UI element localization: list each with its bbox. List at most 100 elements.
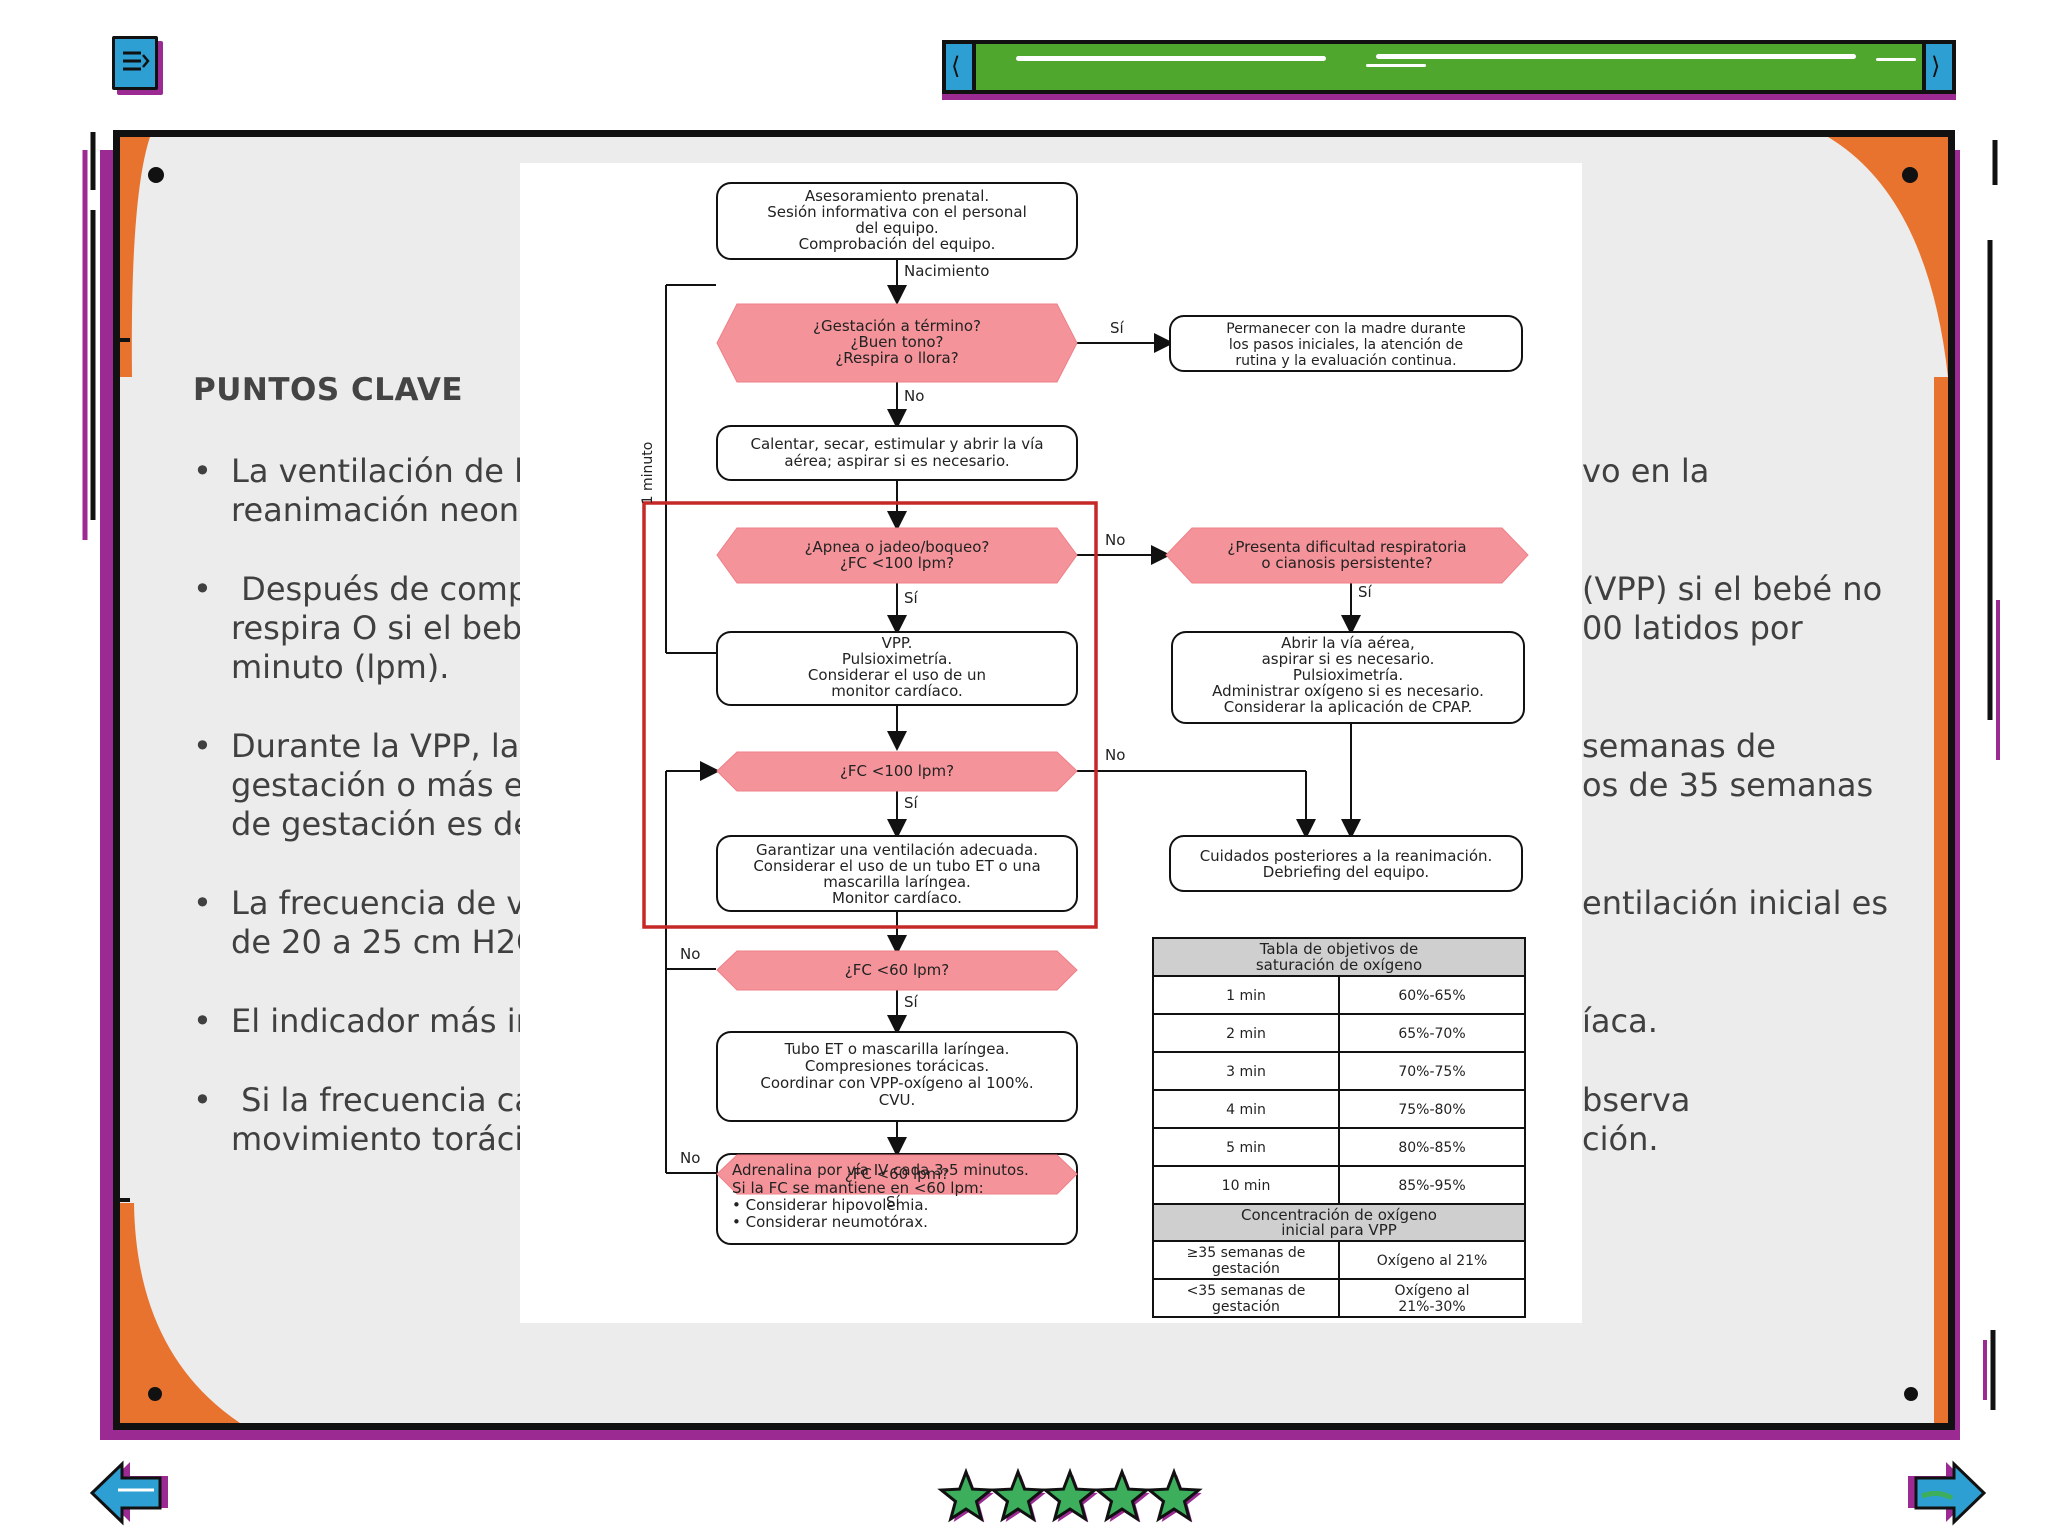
svg-text:rutina y la evaluación continu: rutina y la evaluación continua. (1235, 353, 1456, 369)
svg-text:Oxígeno al 21%: Oxígeno al 21% (1377, 1253, 1488, 1269)
compressions-box (716, 1031, 1078, 1122)
svg-text:Adrenalina por vía IV cada 3-5: Adrenalina por vía IV cada 3-5 minutos. (732, 1161, 1029, 1179)
svg-text:Considerar el uso de un: Considerar el uso de un (808, 666, 986, 684)
table-cell-target: 85%-95% (1398, 1178, 1465, 1194)
svg-text:Coordinar con VPP-oxígeno al 1: Coordinar con VPP-oxígeno al 100%. (760, 1074, 1033, 1092)
fc60-decision-1 (716, 950, 1078, 991)
next-button[interactable] (1908, 1460, 1988, 1526)
table-cell-time: 5 min (1226, 1140, 1266, 1156)
svg-text:Pulsioximetría.: Pulsioximetría. (1293, 666, 1403, 684)
svg-text:≥35 semanas de: ≥35 semanas de (1187, 1245, 1306, 1261)
svg-text:gestación: gestación (1212, 1261, 1280, 1277)
svg-text:Monitor cardíaco.: Monitor cardíaco. (832, 889, 962, 907)
warm-box (716, 425, 1078, 481)
svg-text:¿FC <100 lpm?: ¿FC <100 lpm? (840, 554, 954, 572)
ventilation-box (716, 835, 1078, 912)
svg-text:1 minuto: 1 minuto (640, 442, 656, 505)
corner-decoration-bottom-left (120, 1203, 240, 1423)
svg-text:Sí: Sí (1358, 583, 1373, 601)
svg-text:Oxígeno al: Oxígeno al (1394, 1283, 1469, 1299)
svg-text:Comprobación del equipo.: Comprobación del equipo. (799, 235, 996, 253)
chevron-right-icon: ⟩ (1931, 52, 1941, 80)
star-icon (1041, 1467, 1099, 1523)
bullet-2-right: (VPP) si el bebé no 00 latidos por (1582, 570, 1883, 647)
svg-text:¿Presenta dificultad respirato: ¿Presenta dificultad respiratoria (1227, 538, 1466, 556)
prev-button[interactable] (88, 1460, 168, 1526)
svg-text:inicial para VPP: inicial para VPP (1281, 1221, 1397, 1239)
svg-text:Administrar oxígeno si es nece: Administrar oxígeno si es necesario. (1212, 682, 1484, 700)
corner-decoration-right-strip (1934, 377, 1948, 1423)
svg-text:¿Respira o llora?: ¿Respira o llora? (835, 349, 958, 367)
svg-text:Pulsioximetría.: Pulsioximetría. (842, 650, 952, 668)
bullet-3-right: semanas de os de 35 semanas (1582, 727, 1874, 804)
svg-text:• Considerar neumotórax.: • Considerar neumotórax. (732, 1213, 928, 1231)
table-cell-time: 4 min (1226, 1102, 1266, 1118)
frame-hole (148, 167, 164, 183)
table-cell-time: 1 min (1226, 988, 1266, 1004)
star-icon (1145, 1467, 1203, 1523)
stay-mother-box (1169, 315, 1523, 372)
airway-box (1171, 631, 1525, 724)
arrow-right-icon (1908, 1460, 1987, 1526)
svg-text:Cuidados posteriores a la rean: Cuidados posteriores a la reanimación. (1200, 847, 1493, 865)
star-icon (989, 1467, 1047, 1523)
svg-text:Nacimiento: Nacimiento (904, 262, 989, 280)
svg-text:Compresiones torácicas.: Compresiones torácicas. (805, 1057, 989, 1075)
corner-decoration-top-left (120, 137, 150, 377)
menu-button[interactable] (112, 36, 158, 90)
table-cell-target: 65%-70% (1398, 1026, 1465, 1042)
svg-text:Considerar el uso de un tubo E: Considerar el uso de un tubo ET o una (753, 857, 1040, 875)
apnea-decision (716, 527, 1078, 584)
term-decision (716, 303, 1078, 383)
svg-text:Si la FC se mantiene en <60 lp: Si la FC se mantiene en <60 lpm: (732, 1179, 984, 1197)
svg-text:Sí: Sí (904, 589, 919, 607)
svg-text:¿Gestación a término?: ¿Gestación a término? (813, 317, 981, 335)
table-cell-target: 70%-75% (1398, 1064, 1465, 1080)
highlight-box (642, 501, 1098, 929)
saturation-table: Tabla de objetivos de saturación de oxíg… (1152, 937, 1526, 1318)
svg-text:Calentar, secar, estimular y a: Calentar, secar, estimular y abrir la ví… (750, 435, 1043, 453)
svg-text:Debriefing del equipo.: Debriefing del equipo. (1263, 863, 1429, 881)
svg-text:Concentración de oxígeno: Concentración de oxígeno (1241, 1206, 1437, 1224)
resp-decision (1165, 527, 1529, 584)
fc60-decision-2 (716, 1154, 1078, 1195)
resuscitation-flowchart: Asesoramiento prenatal. Sesión informati… (520, 163, 1582, 1323)
svg-text:mascarilla laríngea.: mascarilla laríngea. (823, 873, 971, 891)
progress-next-handle[interactable]: ⟩ (1922, 44, 1952, 90)
bullet-4-right: entilación inicial es (1582, 884, 1888, 922)
frame-hole (148, 1387, 162, 1401)
progress-bar[interactable]: ⟨ ⟩ (942, 40, 1956, 94)
svg-text:Sí: Sí (904, 993, 919, 1011)
svg-text:aérea; aspirar si es necesario: aérea; aspirar si es necesario. (784, 452, 1009, 470)
svg-text:No: No (680, 945, 700, 963)
progress-prev-handle[interactable]: ⟨ (946, 44, 976, 90)
svg-text:gestación: gestación (1212, 1299, 1280, 1315)
svg-text:saturación de oxígeno: saturación de oxígeno (1256, 956, 1422, 974)
svg-text:monitor cardíaco.: monitor cardíaco. (831, 682, 963, 700)
svg-text:o cianosis persistente?: o cianosis persistente? (1261, 554, 1432, 572)
svg-text:del equipo.: del equipo. (855, 219, 938, 237)
svg-text:Abrir la vía aérea,: Abrir la vía aérea, (1281, 634, 1415, 652)
svg-text:¿FC <60 lpm?: ¿FC <60 lpm? (845, 1165, 950, 1183)
svg-text:Permanecer con la madre durant: Permanecer con la madre durante (1226, 321, 1465, 337)
svg-text:¿FC <60 lpm?: ¿FC <60 lpm? (845, 961, 950, 979)
table-cell-time: 10 min (1222, 1178, 1271, 1194)
svg-text:Garantizar una ventilación ade: Garantizar una ventilación adecuada. (756, 841, 1038, 859)
svg-text:¿Apnea o jadeo/boqueo?: ¿Apnea o jadeo/boqueo? (805, 538, 990, 556)
table-cell-time: 3 min (1226, 1064, 1266, 1080)
svg-text:Tubo ET o mascarilla laríngea.: Tubo ET o mascarilla laríngea. (784, 1040, 1010, 1058)
page-title: PUNTOS CLAVE (193, 372, 464, 408)
svg-text:Considerar la aplicación de CP: Considerar la aplicación de CPAP. (1224, 698, 1472, 716)
svg-text:los pasos iniciales, la atenci: los pasos iniciales, la atención de (1229, 337, 1463, 353)
svg-text:¿Buen tono?: ¿Buen tono? (851, 333, 944, 351)
bullet-1-right: vo en la (1582, 452, 1710, 490)
bullet-6-right: bserva ción. (1582, 1081, 1691, 1158)
arrow-left-icon (89, 1460, 168, 1526)
svg-text:No: No (680, 1149, 700, 1167)
svg-text:Asesoramiento prenatal.: Asesoramiento prenatal. (805, 187, 989, 205)
table-cell-time: 2 min (1226, 1026, 1266, 1042)
star-icon (1093, 1467, 1151, 1523)
chevron-left-icon: ⟨ (951, 52, 961, 80)
frame-hole (1902, 167, 1918, 183)
